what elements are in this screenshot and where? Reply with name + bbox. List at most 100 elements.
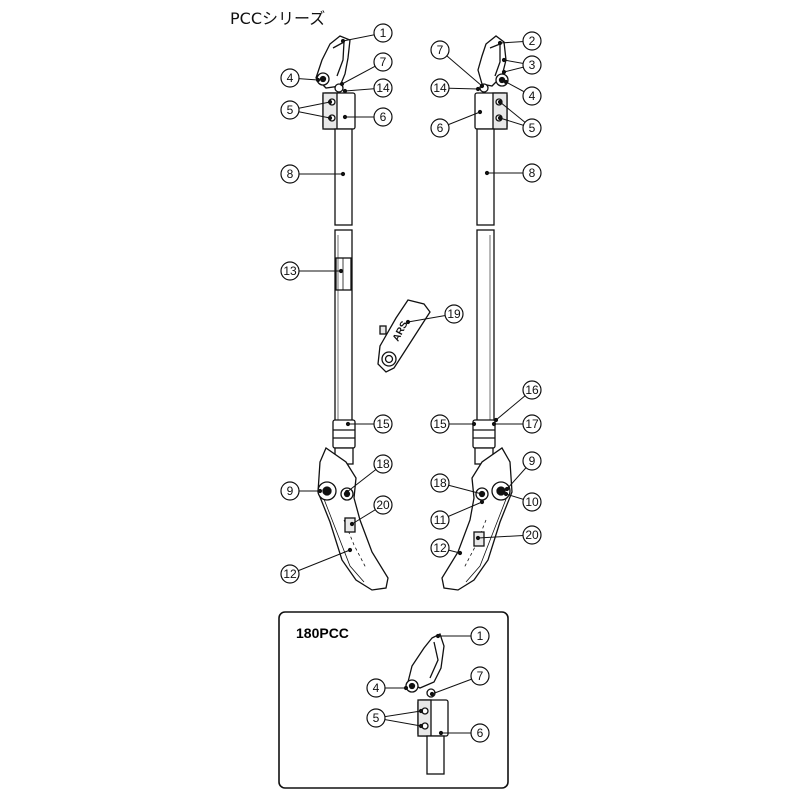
callout-dot xyxy=(475,535,481,541)
right-lower-pole xyxy=(476,229,495,426)
callout-circle xyxy=(430,118,450,138)
callout-dot xyxy=(344,489,350,495)
callout-number: 6 xyxy=(380,110,387,124)
callout-circle xyxy=(373,495,393,515)
callout-dot xyxy=(338,268,344,274)
callout-number: 16 xyxy=(525,383,539,397)
callout-circle xyxy=(522,525,542,545)
callout-dot xyxy=(497,40,503,46)
callout-circle xyxy=(366,678,386,698)
callout-dot xyxy=(493,417,499,423)
callout-circle xyxy=(522,163,542,183)
callout-dot xyxy=(342,88,348,94)
callout-circle xyxy=(280,164,300,184)
right-upper-pole xyxy=(476,128,495,226)
callout-circle xyxy=(522,414,542,434)
callout-number: 9 xyxy=(287,484,294,498)
callout-dot xyxy=(418,708,424,714)
callout-dot xyxy=(347,547,353,553)
callout-dot xyxy=(349,521,355,527)
callout-number: 7 xyxy=(477,669,484,683)
callout-dot xyxy=(435,633,441,639)
callout-number: 18 xyxy=(376,457,390,471)
callout-dot xyxy=(418,723,424,729)
inset-tool xyxy=(405,633,449,775)
callout-dot xyxy=(503,491,509,497)
callout-dot xyxy=(503,79,509,85)
inset-title: 180PCC xyxy=(296,625,349,641)
callout-number: 3 xyxy=(529,58,536,72)
callout-circle xyxy=(470,666,490,686)
callout-circle xyxy=(280,100,300,120)
callout-number: 1 xyxy=(477,629,484,643)
callout-circle xyxy=(522,451,542,471)
callout-circle xyxy=(522,55,542,75)
callout-number: 13 xyxy=(283,264,297,278)
callout-number: 5 xyxy=(529,121,536,135)
callout-circle xyxy=(430,473,450,493)
callout-dot xyxy=(315,77,321,83)
callout-number: 18 xyxy=(433,476,447,490)
series-title: PCCシリーズ xyxy=(230,9,326,28)
callout-dot xyxy=(457,550,463,556)
callout-number: 8 xyxy=(287,167,294,181)
callout-number: 1 xyxy=(380,26,387,40)
callout-number: 8 xyxy=(529,166,536,180)
callout-circle xyxy=(373,78,393,98)
callout-number: 19 xyxy=(447,307,461,321)
callout-number: 6 xyxy=(437,121,444,135)
callout-dot xyxy=(438,730,444,736)
callout-dot xyxy=(429,691,435,697)
callout-dot xyxy=(327,115,333,121)
callout-dot xyxy=(497,99,503,105)
callout-circle xyxy=(280,261,300,281)
callout-circle xyxy=(430,40,450,60)
callout-dot xyxy=(339,81,345,87)
callout-circle xyxy=(280,68,300,88)
callout-dot xyxy=(403,685,409,691)
callout-dot xyxy=(340,38,346,44)
callout-circle xyxy=(430,538,450,558)
callout-number: 10 xyxy=(525,495,539,509)
callout-dot xyxy=(501,69,507,75)
callout-circle xyxy=(373,414,393,434)
callout-dot xyxy=(340,171,346,177)
callout-number: 12 xyxy=(433,541,447,555)
callout-dot xyxy=(501,57,507,63)
left-tool xyxy=(315,35,389,591)
callout-circle xyxy=(373,107,393,127)
callout-circle xyxy=(444,304,464,324)
callout-dot xyxy=(484,170,490,176)
callout-circle xyxy=(280,481,300,501)
left-upper-pole xyxy=(334,128,353,226)
callout-number: 2 xyxy=(529,34,536,48)
callout-dot xyxy=(317,488,323,494)
callout-dot xyxy=(479,491,485,497)
callout-dot xyxy=(477,109,483,115)
callout-circle xyxy=(373,23,393,43)
right-collar xyxy=(472,419,496,449)
callout-number: 14 xyxy=(376,81,390,95)
callout-number: 4 xyxy=(287,71,294,85)
callout-dot xyxy=(405,319,411,325)
callout-number: 7 xyxy=(437,43,444,57)
callout-number: 4 xyxy=(529,89,536,103)
callout-circle xyxy=(470,723,490,743)
callout-number: 17 xyxy=(525,417,539,431)
callout-number: 15 xyxy=(433,417,447,431)
callout-circle xyxy=(280,564,300,584)
callout-circle xyxy=(470,626,490,646)
right-handle xyxy=(441,447,513,591)
callout-number: 15 xyxy=(376,417,390,431)
callout-dot xyxy=(342,114,348,120)
callout-circle xyxy=(522,86,542,106)
callout-circle xyxy=(522,380,542,400)
callout-dot xyxy=(497,115,503,121)
callout-dot xyxy=(327,99,333,105)
callout-number: 14 xyxy=(433,81,447,95)
callout-number: 9 xyxy=(529,454,536,468)
callout-number: 20 xyxy=(525,528,539,542)
callout-number: 6 xyxy=(477,726,484,740)
callout-number: 5 xyxy=(287,103,294,117)
